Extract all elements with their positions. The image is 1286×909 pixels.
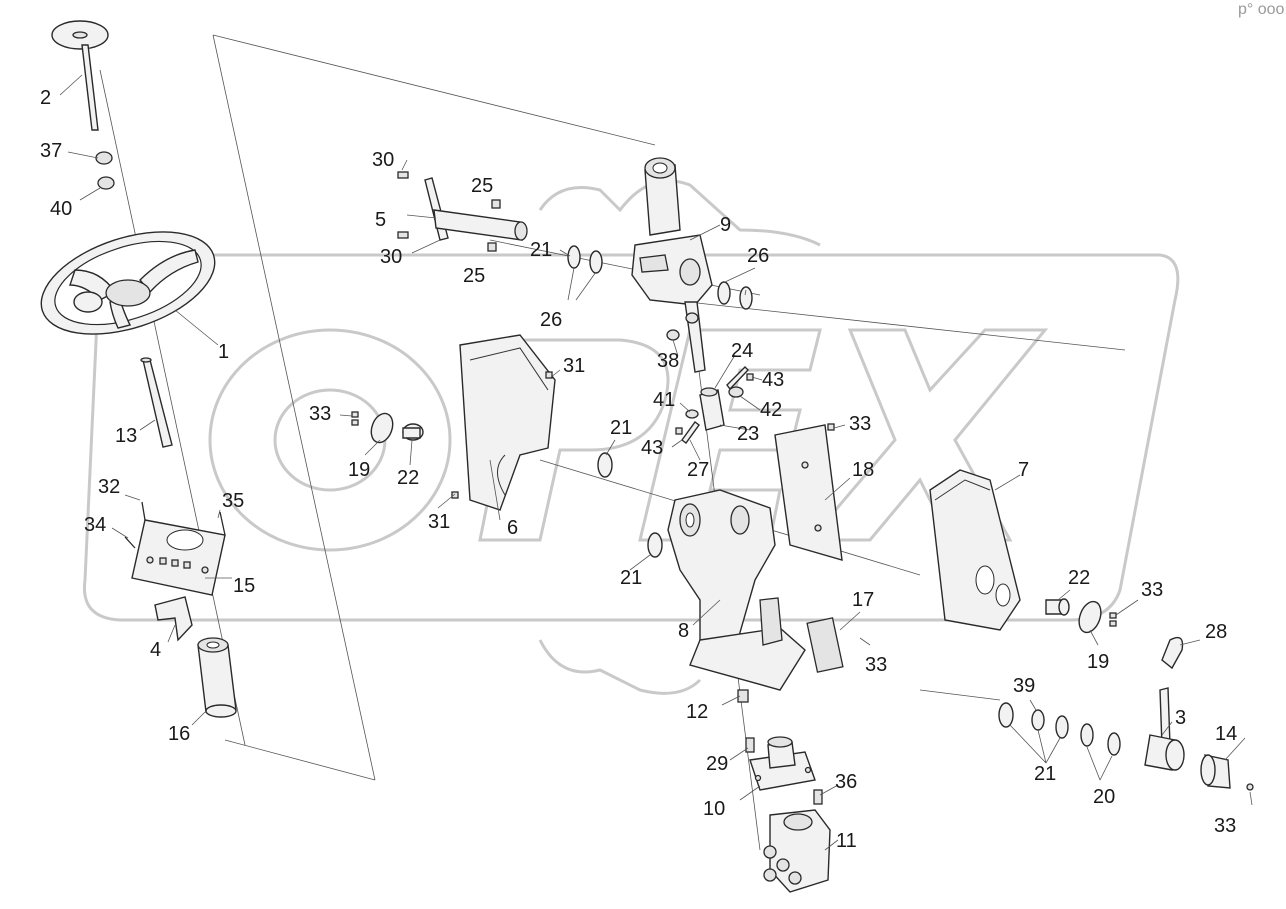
callout-leaders [59,74,1253,851]
bracket-part [154,596,193,642]
callout-33-bottom: 33 [865,654,887,676]
right-side-panel [929,469,1021,631]
callout-42: 42 [760,399,782,421]
callout-8: 8 [678,620,689,642]
corner-mark: p° ooo [1238,1,1285,18]
callout-9: 9 [720,214,731,236]
callout-13: 13 [115,425,137,447]
callout-19-right: 19 [1087,651,1109,673]
callout-11: 11 [836,830,857,852]
callout-33-center: 33 [849,413,871,435]
middle-washers [597,452,663,558]
callout-31-top: 31 [563,355,585,377]
callout-labels: 1 2 3 4 5 6 7 8 9 10 11 12 13 14 15 16 1… [40,87,1237,852]
callout-21-left: 21 [620,567,642,589]
callout-10: 10 [703,798,725,820]
steering-wheel-part [40,231,216,335]
flange-part [745,736,823,805]
callout-20: 20 [1093,786,1115,808]
callout-21-top: 21 [530,239,552,261]
callout-16: 16 [168,723,190,745]
callout-23: 23 [737,423,759,445]
callout-4: 4 [150,639,161,661]
callout-33-far-right: 33 [1214,815,1236,837]
callout-15: 15 [233,575,255,597]
callout-14: 14 [1215,723,1237,745]
lever-part [1144,636,1185,771]
horn-cap-part [51,20,109,131]
callout-41: 41 [653,389,675,411]
left-cap-and-bushing [351,411,424,444]
cover-plate-part [774,423,843,561]
steering-shaft-part [140,357,173,448]
callout-43-top: 43 [762,369,784,391]
callout-26-right: 26 [747,245,769,267]
callout-28: 28 [1205,621,1227,643]
callout-17: 17 [852,589,874,611]
callout-21-bottom: 21 [1034,763,1056,785]
callout-30-top: 30 [372,149,394,171]
column-base-bracket [667,489,844,703]
callout-32: 32 [98,476,120,498]
callout-25-bottom: 25 [463,265,485,287]
callout-22-left: 22 [397,467,419,489]
callout-33-left: 33 [309,403,331,425]
callout-5: 5 [375,209,386,231]
end-cap-part [1200,754,1254,791]
callout-39: 39 [1013,675,1035,697]
callout-7: 7 [1018,459,1029,481]
nut-parts [95,151,115,190]
callout-38: 38 [657,350,679,372]
callout-29: 29 [706,753,728,775]
callout-40: 40 [50,198,72,220]
callout-26-left: 26 [540,309,562,331]
callout-6: 6 [507,517,518,539]
callout-1: 1 [218,341,229,363]
callout-34: 34 [84,514,106,536]
callout-35: 35 [222,490,244,512]
callout-12: 12 [686,701,708,723]
callout-3: 3 [1175,707,1186,729]
callout-43-bottom: 43 [641,437,663,459]
left-side-panel [451,334,556,511]
callout-25-top: 25 [471,175,493,197]
steering-column-housing [631,157,713,373]
callout-18: 18 [852,459,874,481]
callout-30-bottom: 30 [380,246,402,268]
callout-2: 2 [40,87,51,109]
callout-36: 36 [835,771,857,793]
callout-21-mid: 21 [610,417,632,439]
upper-washers [567,245,753,310]
callout-31-bottom: 31 [428,511,450,533]
steering-unit-part [763,809,831,893]
mounting-plate-part [124,501,226,596]
callout-37: 37 [40,140,62,162]
assembly-centerlines [99,34,1126,851]
bushing-part [197,637,237,718]
right-cap-and-bushing [1045,598,1117,634]
callout-24: 24 [731,340,753,362]
lower-right-washers [998,702,1121,756]
callout-33-right: 33 [1141,579,1163,601]
callout-22-right: 22 [1068,567,1090,589]
pedal-lever-part [397,171,528,252]
column-small-parts [666,329,754,444]
callout-19-left: 19 [348,459,370,481]
callout-27: 27 [687,459,709,481]
